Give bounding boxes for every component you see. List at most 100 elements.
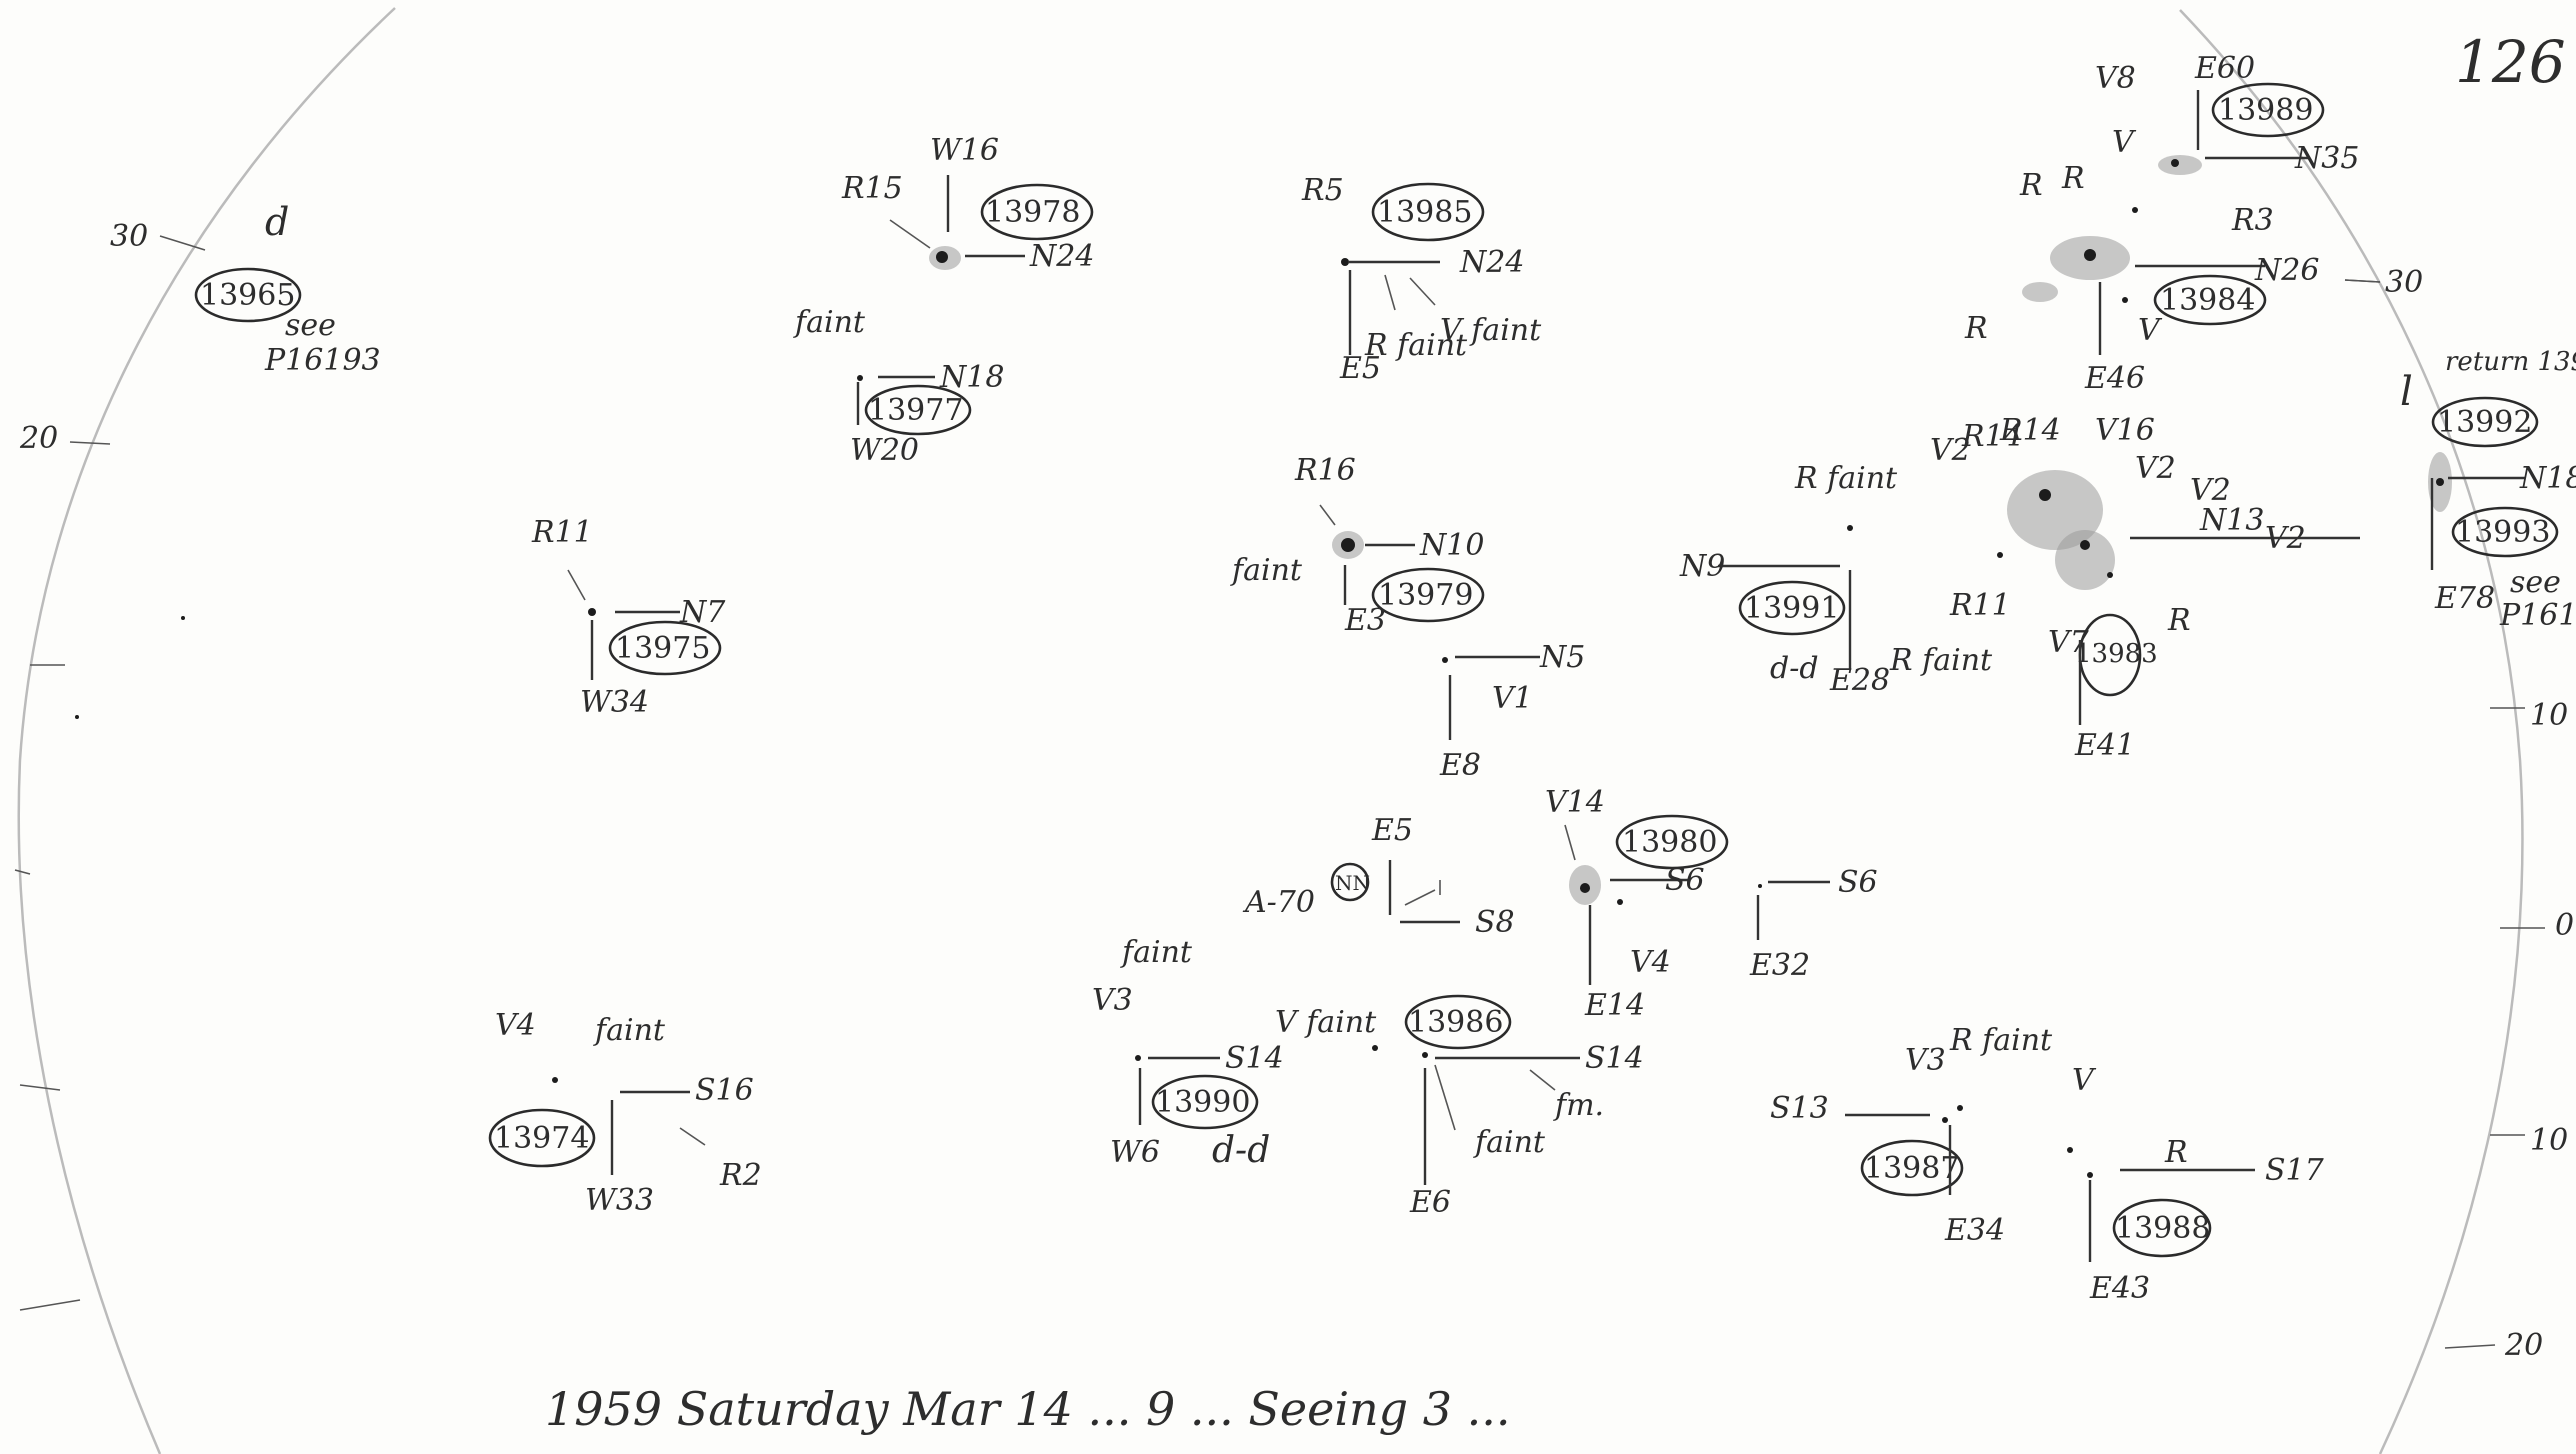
label-E14: E14 — [1584, 988, 1645, 1023]
label-S16: S16 — [695, 1073, 754, 1108]
group-number: 13989 — [2218, 93, 2313, 128]
group-13992: l return 13936 13992 — [2400, 347, 2576, 448]
group-number: 13987 — [1864, 1151, 1959, 1186]
group-13990: faint V3 S14 13990 W6 d-d — [1092, 935, 1284, 1171]
group-number: 13986 — [1408, 1005, 1503, 1040]
label-R: R — [2061, 161, 2085, 196]
group-number: 13993 — [2455, 515, 2550, 550]
label-V1: V1 — [1492, 681, 1533, 716]
label-E6: E6 — [1409, 1185, 1451, 1220]
group-number: 13988 — [2115, 1211, 2210, 1246]
group-13974: V4 faint S16 13974 W33 R2 — [488, 1008, 762, 1218]
label-V: V — [2072, 1063, 2097, 1098]
group-NN: A-70 NN E5 S8 — [1242, 813, 1515, 940]
label-d-d: d-d — [1212, 1130, 1270, 1171]
group-13993: N18 13993 E78 see P1619 — [2428, 452, 2576, 633]
label-R-faint: R faint — [1794, 461, 1898, 496]
label-V4: V4 — [495, 1008, 536, 1043]
label-E3: E3 — [1344, 603, 1386, 638]
label-l: l — [2400, 369, 2413, 415]
label-S8: S8 — [1475, 905, 1515, 940]
label-W34: W34 — [580, 685, 649, 720]
group-13983: V2 R14 R14 V16 V2 V2 N13 V2 R11 V7 13983… — [1930, 413, 2360, 763]
group-number: 13990 — [1155, 1085, 1250, 1120]
label-S6: S6 — [1665, 863, 1705, 898]
group-E32: S6 E32 — [1749, 865, 1878, 983]
label-V: V — [2138, 313, 2163, 348]
label-E78: E78 — [2434, 581, 2495, 616]
group-number: 13978 — [985, 195, 1080, 230]
group-13980: V14 13980 S6 V4 E14 — [1545, 785, 1729, 1023]
group-13986: V faint 13986 S14 fm. faint E6 — [1275, 994, 1644, 1220]
label-faint: faint — [1120, 935, 1193, 970]
label-see: see — [285, 308, 336, 343]
label-R11: R11 — [1949, 588, 2011, 623]
label-E5: E5 — [1339, 351, 1381, 386]
label-N18: N18 — [2519, 461, 2576, 496]
label-R-faint-2: R faint — [1889, 643, 1993, 678]
label-S14: S14 — [1585, 1041, 1644, 1076]
limb-tick-label: 20 — [2504, 1328, 2543, 1363]
label-V4: V4 — [1630, 945, 1671, 980]
solar-limb-right — [2179, 9, 2524, 1454]
label-d-d: d-d — [1770, 651, 1819, 686]
group-13984: R R V R3 N26 13984 R V E46 — [1964, 125, 2381, 396]
footer-note: 1959 Saturday Mar 14 ... 9 ... Seeing 3 … — [545, 1382, 1510, 1436]
label-R: R — [2019, 168, 2043, 203]
label-N35: N35 — [2294, 141, 2359, 176]
label-V2: V2 — [2135, 451, 2176, 486]
group-13978: W16 R15 13978 N24 — [841, 133, 1094, 274]
group-13975: R11 N7 13975 W34 — [75, 515, 726, 720]
label-E60: E60 — [2194, 51, 2255, 86]
label-R: R — [2164, 1135, 2188, 1170]
label-plate: P16193 — [264, 343, 381, 378]
page-number: 126 — [2455, 28, 2566, 96]
limb-tick-label: 10 — [2530, 698, 2568, 733]
label-E5: E5 — [1371, 813, 1413, 848]
label-W33: W33 — [585, 1183, 654, 1218]
group-number: 13984 — [2160, 283, 2255, 318]
label-R2: R2 — [719, 1158, 762, 1193]
label-N13: N13 — [2199, 503, 2264, 538]
group-13988: V R S17 13988 E43 — [2067, 1063, 2325, 1306]
group-13965: d 13965 see P16193 — [194, 200, 381, 378]
label-d: d — [265, 200, 289, 244]
group-13987: V3 R faint S13 13987 E34 — [1770, 1023, 2053, 1248]
group-number: 13992 — [2437, 405, 2532, 440]
label-E28: E28 — [1829, 663, 1890, 698]
label-faint: faint — [593, 1013, 666, 1048]
group-number: 13979 — [1378, 578, 1473, 613]
limb-tick-label: 20 — [19, 421, 58, 456]
label-W6: W6 — [1110, 1135, 1160, 1170]
label-E32: E32 — [1749, 948, 1810, 983]
limb-tick-label: 0 — [2555, 908, 2574, 943]
solar-limb-left — [17, 7, 396, 1454]
label-W20: W20 — [850, 433, 919, 468]
label-R5: R5 — [1301, 173, 1344, 208]
group-number: 13975 — [615, 631, 710, 666]
label-W16: W16 — [930, 133, 999, 168]
label-R15: R15 — [841, 171, 903, 206]
label-N24: N24 — [1459, 245, 1524, 280]
label-R-faint: R faint — [1949, 1023, 2053, 1058]
limb-tick-label: 30 — [110, 219, 148, 254]
label-E43: E43 — [2089, 1271, 2150, 1306]
label-R11: R11 — [531, 515, 593, 550]
label-E8: E8 — [1439, 748, 1481, 783]
limb-scale-left: 30 20 — [14, 219, 206, 1311]
label-S17: S17 — [2265, 1153, 2325, 1188]
label-V-faint: V faint — [1275, 1005, 1377, 1040]
label-N18: N18 — [939, 360, 1004, 395]
label-E41: E41 — [2074, 728, 2135, 763]
group-number: 13985 — [1377, 195, 1472, 230]
limb-tick-label: 30 — [2385, 265, 2423, 300]
label-R14: R14 — [1999, 413, 2061, 448]
label-N10: N10 — [1419, 528, 1484, 563]
label-V14: V14 — [1545, 785, 1605, 820]
label-V-faint: V faint — [1440, 313, 1542, 348]
label-R14: R14 — [1961, 419, 2023, 454]
label-E34: E34 — [1944, 1213, 2005, 1248]
label-fm: fm. — [1553, 1088, 1604, 1123]
label-plate: P1619 — [2499, 598, 2576, 633]
